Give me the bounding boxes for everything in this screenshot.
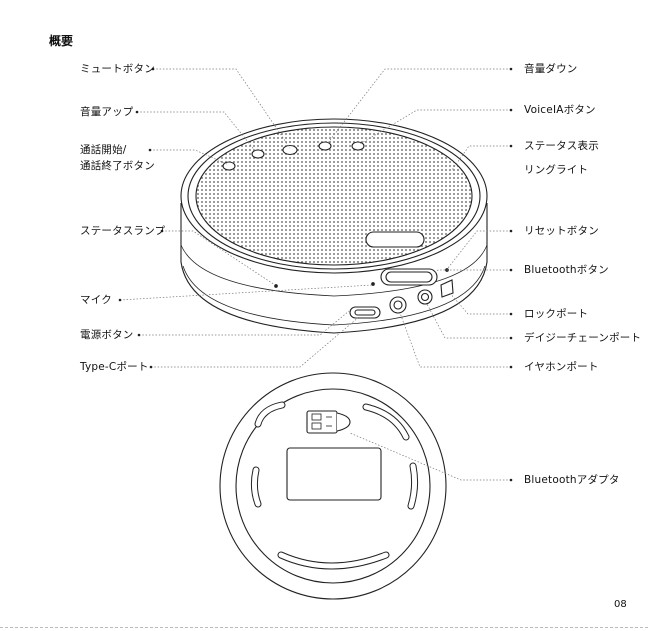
label-volume-up: 音量アップ bbox=[80, 106, 134, 119]
footer-divider bbox=[0, 627, 648, 631]
label-ring-light-line2: リングライト bbox=[524, 164, 588, 177]
label-call-button-line1: 通話開始/ bbox=[80, 144, 127, 157]
label-mute-button: ミュートボタン bbox=[80, 63, 155, 76]
label-ring-light-line1: ステータス表示 bbox=[524, 140, 599, 153]
bottom-view-drawing bbox=[220, 373, 446, 599]
label-earphone-port: イヤホンポート bbox=[524, 361, 599, 374]
label-bluetooth-adapter: Bluetoothアダプタ bbox=[524, 474, 620, 487]
label-volume-down: 音量ダウン bbox=[524, 63, 578, 76]
label-microphone: マイク bbox=[80, 294, 112, 307]
page-number: 08 bbox=[614, 599, 627, 610]
speakerphone-drawing bbox=[181, 119, 487, 333]
label-bluetooth-button: Bluetoothボタン bbox=[524, 264, 609, 277]
label-reset-button: リセットボタン bbox=[524, 225, 599, 238]
label-voicea-button: VoiceIAボタン bbox=[524, 104, 596, 117]
label-typec-port: Type-Cポート bbox=[80, 361, 149, 374]
label-power-button: 電源ボタン bbox=[80, 329, 134, 342]
label-lock-port: ロックポート bbox=[524, 308, 588, 321]
label-status-lamp: ステータスランプ bbox=[80, 225, 165, 238]
page-title: 概要 bbox=[49, 32, 73, 49]
label-call-button-line2: 通話終了ボタン bbox=[80, 160, 155, 173]
label-daisy-chain-port: デイジーチェーンポート bbox=[524, 332, 641, 345]
